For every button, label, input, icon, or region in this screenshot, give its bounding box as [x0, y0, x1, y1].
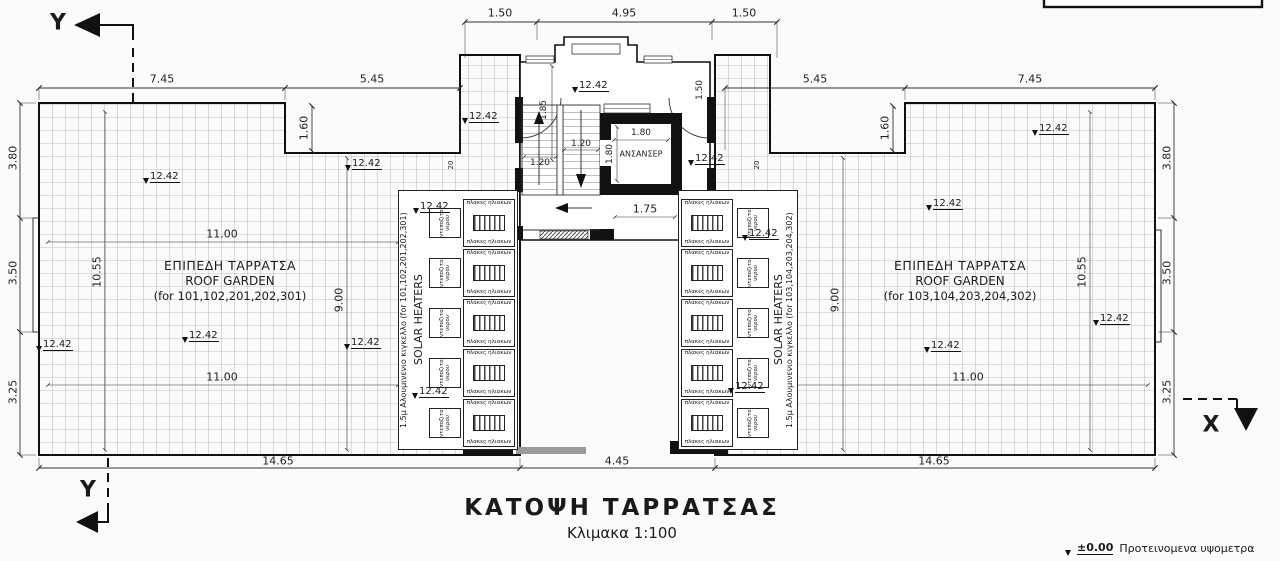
dim-1.85: 1.85 [539, 99, 549, 121]
water-tank: ντεποζιτο νερου [429, 308, 461, 338]
drawing-scale: Κλιμακα 1:100 [567, 524, 677, 542]
axis-label-y-bottom: Y [80, 477, 96, 503]
solar-enclosure-left: 1.5μ Αλουμινενιο κιγκελλο (for 101,102,2… [398, 190, 518, 450]
water-tank: ντεποζιτο νερου [737, 358, 769, 388]
dim-5.45-right: 5.45 [802, 72, 828, 86]
level-marker: 12.42 [572, 80, 609, 93]
level-marker: 12.42 [1032, 123, 1069, 136]
dim-1.75: 1.75 [632, 202, 658, 216]
dim-7.45-right: 7.45 [1017, 72, 1043, 86]
level-marker: 12.42 [413, 201, 450, 214]
dim-0.20-right: 20 [753, 160, 761, 170]
dim-7.45-left: 7.45 [149, 72, 175, 86]
solar-heaters-title-left: SOLAR HEATERS [412, 274, 425, 366]
dim-9.00-right: 9.00 [828, 287, 842, 313]
water-tank: ντεποζιτο νερου [429, 208, 461, 238]
elevator-label: ΑΝΣΑΝΣΕΡ [619, 149, 663, 159]
dim-3.80-left: 3.80 [6, 145, 20, 171]
dim-3.25-right: 3.25 [1160, 379, 1174, 405]
legend-value: ±0.00 [1077, 541, 1114, 555]
level-marker: 12.42 [926, 198, 963, 211]
legend-text: Προτεινομενα υψομετρα [1119, 542, 1255, 555]
water-tank: ντεποζιτο νερου [737, 208, 769, 238]
dim-1.80-width: 1.80 [630, 128, 652, 138]
axis-label-y-top: Y [50, 10, 66, 36]
water-tank: ντεποζιτο νερου [429, 408, 461, 438]
level-marker: 12.42 [143, 171, 180, 184]
dim-3.50-left: 3.50 [6, 260, 20, 286]
dim-11.00-right: 11.00 [952, 370, 984, 384]
elevator-shaft [600, 103, 682, 195]
dim-1.60-left: 1.60 [297, 115, 311, 141]
dim-3.80-right: 3.80 [1160, 145, 1174, 171]
level-marker: 12.42 [345, 158, 382, 171]
dim-11.00-left-upper: 11.00 [206, 227, 238, 241]
roof-garden-label-left: ΕΠΙΠΕΔΗ ΤΑΡΡΑΤΣΑ ROOF GARDEN (for 101,10… [153, 258, 307, 303]
level-marker: 12.42 [412, 386, 449, 399]
dim-0.20-left: 20 [447, 160, 455, 170]
dim-1.50-top-right: 1.50 [731, 6, 757, 20]
dim-1.50-strip: 1.50 [695, 79, 705, 101]
water-tank: ντεποζιτο νερου [737, 408, 769, 438]
dim-14.65-left: 14.65 [262, 454, 294, 468]
dimension-lines [16, 18, 1178, 472]
dim-1.20-b: 1.20 [570, 139, 592, 149]
level-marker: 12.42 [182, 330, 219, 343]
water-tank: ντεποζιτο νερου [737, 258, 769, 288]
water-tank: ντεποζιτο νερου [737, 308, 769, 338]
titleblock-edge [1042, 0, 1264, 9]
water-tank: ντεποζιτο νερου [429, 258, 461, 288]
level-marker: 12.42 [1093, 313, 1130, 326]
axis-marker-y-top [74, 13, 134, 105]
level-marker: 12.42 [742, 228, 779, 241]
dim-10.55-right: 10.55 [1075, 256, 1089, 288]
axis-label-x: X [1202, 412, 1220, 438]
level-marker: 12.42 [688, 153, 725, 166]
level-marker: 12.42 [728, 381, 765, 394]
water-tank: ντεποζιτο νερου [429, 358, 461, 388]
level-marker: 12.42 [924, 340, 961, 353]
level-marker: 12.42 [344, 337, 381, 350]
axis-marker-y-bottom [76, 458, 109, 533]
dim-9.00-left: 9.00 [332, 287, 346, 313]
axis-marker-x [1183, 398, 1258, 431]
solar-note-right: 1.5μ Αλουμινενιο κιγκελλο (for 103,104,2… [785, 212, 794, 428]
solar-note-left: 1.5μ Αλουμινενιο κιγκελλο (for 101,102,2… [399, 212, 408, 428]
level-marker: 12.42 [462, 111, 499, 124]
dim-10.55-left: 10.55 [90, 256, 104, 288]
dim-4.45: 4.45 [604, 454, 630, 468]
dim-1.60-right: 1.60 [878, 115, 892, 141]
dim-3.50-right: 3.50 [1160, 260, 1174, 286]
dim-4.95-top: 4.95 [611, 6, 637, 20]
elevation-legend: ±0.00 Προτεινομενα υψομετρα [1065, 541, 1255, 556]
level-symbol-icon [1065, 550, 1071, 556]
drawing-title: ΚΑΤΟΨΗ ΤΑΡΡΑΤΣΑΣ [464, 495, 780, 521]
dim-5.45-left: 5.45 [359, 72, 385, 86]
dim-11.00-left-lower: 11.00 [206, 370, 238, 384]
dim-1.20-a: 1.20 [529, 158, 551, 168]
dim-3.25-left: 3.25 [6, 379, 20, 405]
dim-14.65-right: 14.65 [918, 454, 950, 468]
level-marker: 12.42 [36, 339, 73, 352]
roof-garden-label-right: ΕΠΙΠΕΔΗ ΤΑΡΡΑΤΣΑ ROOF GARDEN (for 103,10… [883, 258, 1037, 303]
dim-1.50-top-left: 1.50 [487, 6, 513, 20]
dim-1.80-depth: 1.80 [605, 143, 615, 165]
